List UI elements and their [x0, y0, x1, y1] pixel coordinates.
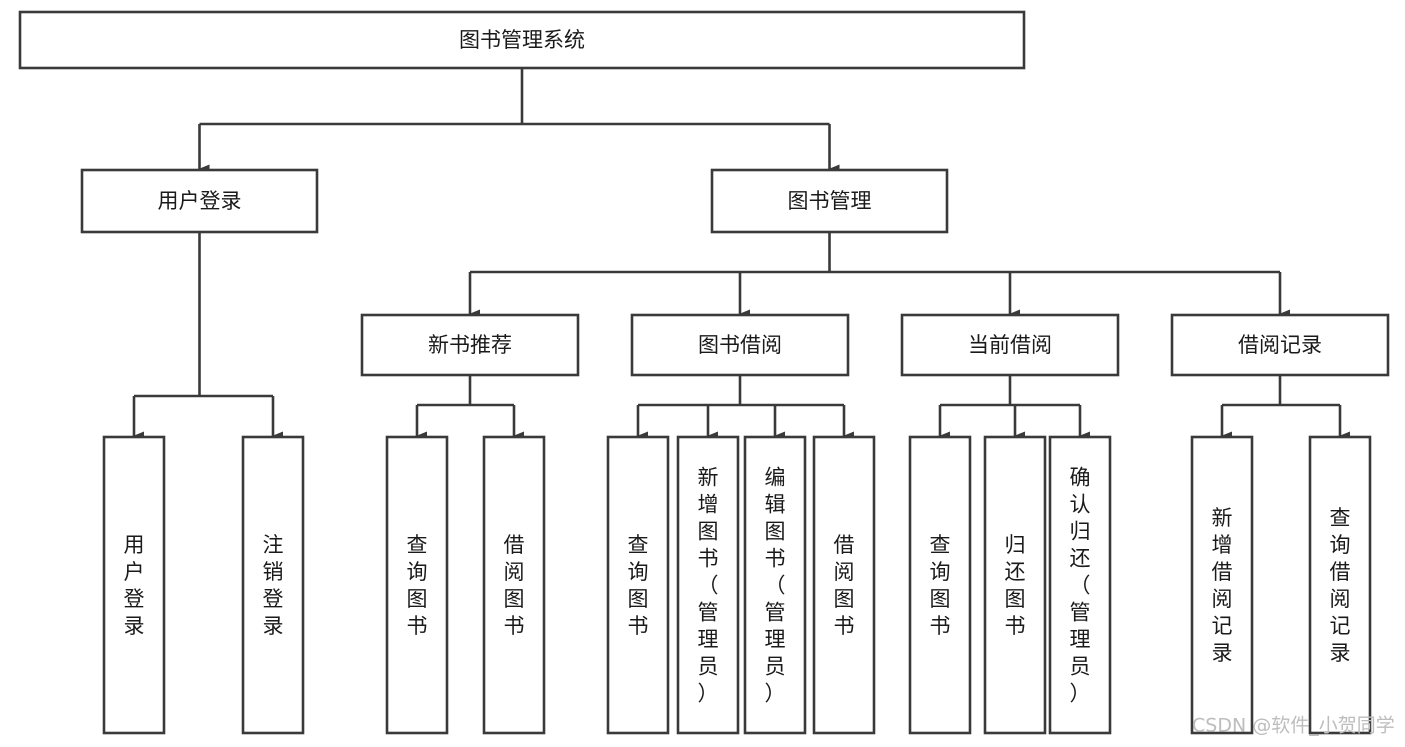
node-box: [80, 168, 319, 234]
node-label: 确认归还（管理员）: [1070, 466, 1091, 706]
node-leaf-确认归还管理员[interactable]: 确认归还（管理员）: [1048, 435, 1112, 735]
node-box: [102, 435, 166, 735]
node-leaf-查询图书[interactable]: 查询图书: [606, 435, 670, 735]
node-box: [482, 435, 546, 735]
node-l2-用户登录[interactable]: 用户登录: [80, 168, 319, 234]
node-l3-图书借阅[interactable]: 图书借阅: [630, 313, 850, 377]
nodes-layer: 图书管理系统用户登录图书管理新书推荐图书借阅当前借阅借阅记录用户登录注销登录查询…: [18, 10, 1390, 735]
node-leaf-用户登录[interactable]: 用户登录: [102, 435, 166, 735]
node-box: [1308, 435, 1372, 735]
node-label: 借阅图书: [834, 533, 855, 638]
node-l3-当前借阅[interactable]: 当前借阅: [900, 313, 1120, 377]
node-leaf-查询图书[interactable]: 查询图书: [385, 435, 449, 735]
node-label: 查询图书: [628, 533, 649, 638]
node-leaf-借阅图书[interactable]: 借阅图书: [812, 435, 876, 735]
node-box: [710, 168, 949, 234]
node-label: 图书借阅: [698, 333, 782, 357]
node-root-图书管理系统[interactable]: 图书管理系统: [18, 10, 1026, 70]
node-label: 查询借阅记录: [1330, 506, 1351, 665]
node-box: [743, 435, 807, 735]
node-box: [676, 435, 740, 735]
node-label: 用户登录: [124, 533, 145, 638]
node-leaf-注销登录[interactable]: 注销登录: [241, 435, 305, 735]
node-leaf-归还图书[interactable]: 归还图书: [983, 435, 1047, 735]
node-label: 当前借阅: [968, 333, 1052, 357]
node-label: 用户登录: [158, 189, 242, 213]
node-label: 图书管理系统: [459, 28, 585, 52]
node-box: [360, 313, 580, 377]
csdn-watermark: CSDN @软件_小贺同学: [1192, 715, 1395, 737]
node-label: 编辑图书（管理员）: [765, 466, 786, 706]
node-label: 借阅图书: [504, 533, 525, 638]
node-label: 借阅记录: [1238, 333, 1322, 357]
node-label: 查询图书: [930, 533, 951, 638]
node-leaf-新增借阅记录[interactable]: 新增借阅记录: [1190, 435, 1254, 735]
connectors-layer: [132, 68, 1350, 441]
node-l3-新书推荐[interactable]: 新书推荐: [360, 313, 580, 377]
node-box: [1048, 435, 1112, 735]
node-label: 查询图书: [407, 533, 428, 638]
node-leaf-查询借阅记录[interactable]: 查询借阅记录: [1308, 435, 1372, 735]
node-box: [1190, 435, 1254, 735]
node-box: [900, 313, 1120, 377]
node-box: [606, 435, 670, 735]
node-label: 归还图书: [1005, 533, 1026, 638]
node-box: [983, 435, 1047, 735]
node-label: 新增借阅记录: [1212, 506, 1233, 665]
node-box: [385, 435, 449, 735]
node-label: 新书推荐: [428, 333, 512, 357]
node-leaf-借阅图书[interactable]: 借阅图书: [482, 435, 546, 735]
node-box: [812, 435, 876, 735]
node-label: 新增图书（管理员）: [698, 466, 719, 706]
node-box: [1170, 313, 1390, 377]
node-label: 图书管理: [788, 189, 872, 213]
node-l3-借阅记录[interactable]: 借阅记录: [1170, 313, 1390, 377]
node-leaf-查询图书[interactable]: 查询图书: [908, 435, 972, 735]
node-leaf-新增图书管理员[interactable]: 新增图书（管理员）: [676, 435, 740, 735]
node-box: [18, 10, 1026, 70]
node-label: 注销登录: [263, 533, 284, 638]
node-box: [630, 313, 850, 377]
node-box: [241, 435, 305, 735]
node-l2-图书管理[interactable]: 图书管理: [710, 168, 949, 234]
node-box: [908, 435, 972, 735]
node-leaf-编辑图书管理员[interactable]: 编辑图书（管理员）: [743, 435, 807, 735]
